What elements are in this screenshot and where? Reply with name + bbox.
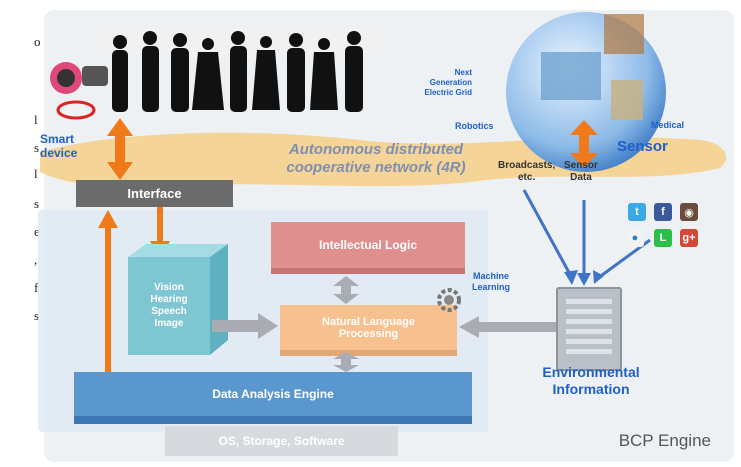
people-silhouettes [100, 20, 380, 112]
side-text-char: e [34, 224, 40, 239]
nlp-line2: Processing [338, 327, 399, 340]
next-gen-line3: Electric Grid [424, 88, 472, 97]
side-text-char: l [34, 112, 38, 127]
sensor-data-label: Sensor Data [564, 160, 598, 184]
nlp-data-arrow [333, 352, 359, 372]
next-gen-line1: Next [454, 68, 472, 77]
os-storage-software-box: OS, Storage, Software [165, 426, 398, 456]
side-text-char: f [34, 280, 39, 295]
side-text-char: s [34, 140, 40, 155]
flickr-icon: ● [626, 229, 644, 247]
environmental-information-label: Environmental Information [531, 364, 651, 398]
env-info-line2: Information [552, 381, 630, 397]
side-text-char: o [34, 34, 41, 49]
vision-nlp-arrow [212, 313, 278, 339]
vision-cube-sides [128, 244, 228, 355]
side-text-column: o l s l s e , f s [0, 0, 44, 467]
interface-box: Interface [76, 180, 233, 207]
intellectual-logic-box: Intellectual Logic [271, 222, 465, 268]
side-text-char: s [34, 196, 40, 211]
network-label-line1: Autonomous distributed [288, 141, 464, 158]
instagram-icon: ◉ [680, 203, 698, 221]
google-plus-icon: g+ [680, 229, 698, 247]
side-text-char: s [34, 308, 40, 323]
bcp-engine-label: BCP Engine [618, 431, 711, 450]
facebook-icon: f [654, 203, 672, 221]
smart-device-line2: device [40, 146, 78, 160]
machine-learning-line1: Machine [473, 271, 510, 281]
sensor-data-line1: Sensor [564, 160, 598, 171]
nlp-box: Natural Language Processing [280, 305, 457, 350]
sensor-network-arrow [570, 120, 598, 168]
next-gen-grid-label: Next Generation Electric Grid [416, 68, 472, 98]
vision-line: Speech [151, 306, 187, 317]
globe [506, 12, 666, 172]
intel-nlp-arrow [333, 276, 359, 304]
vision-line: Hearing [150, 294, 188, 305]
vision-line: Vision [154, 282, 184, 293]
robotics-label: Robotics [455, 121, 494, 131]
line-icon: L [654, 229, 672, 247]
server-icon [556, 287, 622, 371]
server-nlp-arrow [459, 316, 556, 338]
nlp-line1: Natural Language [322, 315, 415, 328]
network-label: Autonomous distributed cooperative netwo… [276, 141, 476, 177]
data-analysis-engine-box: Data Analysis Engine [74, 372, 472, 416]
smart-devices [50, 62, 108, 120]
broadcasts-line1: Broadcasts, [498, 160, 556, 171]
device-interface-arrow [107, 118, 133, 180]
data-up-arrow [98, 210, 118, 372]
smart-device-label: Smart device [40, 132, 77, 160]
twitter-icon: t [628, 203, 646, 221]
gear-icon [437, 288, 461, 312]
machine-learning-label: Machine Learning [472, 271, 510, 293]
machine-learning-line2: Learning [472, 282, 511, 292]
next-gen-line2: Generation [429, 78, 472, 87]
smart-device-line1: Smart [40, 132, 75, 146]
side-text-char: , [34, 252, 38, 267]
sensor-label: Sensor [617, 138, 668, 155]
broadcasts-line2: etc. [518, 172, 536, 183]
broadcasts-label: Broadcasts, etc. [498, 160, 555, 184]
env-info-line1: Environmental [542, 364, 640, 380]
vision-line: Image [154, 318, 184, 329]
vision-module: Vision Hearing Speech Image [128, 257, 210, 355]
network-label-line2: cooperative network (4R) [286, 159, 466, 176]
side-text-char: l [34, 166, 38, 181]
sensor-data-line2: Data [570, 172, 592, 183]
medical-label: Medical [651, 120, 685, 130]
